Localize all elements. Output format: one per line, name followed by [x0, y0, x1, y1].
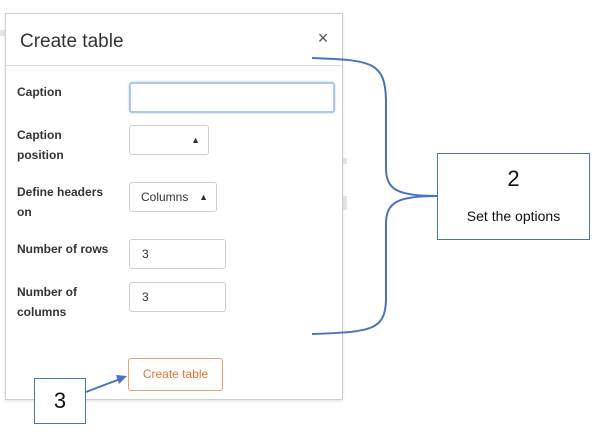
step-2-text: Set the options — [466, 208, 561, 224]
step-2-callout: 2 Set the options — [437, 153, 590, 240]
chevron-up-down-icon: ▲︎ — [199, 192, 208, 202]
dialog-header: Create table × — [6, 14, 342, 66]
caption-label: Caption — [17, 85, 62, 99]
number-of-columns-input[interactable] — [129, 282, 226, 312]
step-3-number: 3 — [53, 388, 67, 413]
background-hint — [343, 196, 347, 210]
chevron-up-down-icon: ▲︎ — [191, 135, 200, 145]
background-hint — [343, 158, 347, 164]
number-of-rows-label: Number of rows — [17, 242, 109, 256]
define-headers-value: Columns — [141, 190, 189, 204]
step-3-callout: 3 — [34, 378, 86, 424]
create-table-button[interactable]: Create table — [128, 358, 223, 391]
close-icon: × — [317, 28, 329, 48]
define-headers-label: Define headers on — [17, 185, 104, 219]
number-of-rows-input[interactable] — [129, 239, 226, 269]
number-of-columns-label: Number of columns — [17, 285, 77, 319]
create-table-dialog: Create table × Caption Caption position … — [5, 13, 343, 400]
step-2-number: 2 — [507, 166, 520, 191]
close-button[interactable]: × — [314, 28, 332, 48]
caption-position-label: Caption position — [17, 128, 64, 162]
caption-input[interactable] — [129, 82, 335, 113]
caption-position-select[interactable]: ▲︎ — [129, 125, 209, 155]
background-hint — [0, 30, 5, 36]
define-headers-select[interactable]: Columns ▲︎ — [129, 182, 217, 212]
dialog-title: Create table — [20, 31, 124, 52]
